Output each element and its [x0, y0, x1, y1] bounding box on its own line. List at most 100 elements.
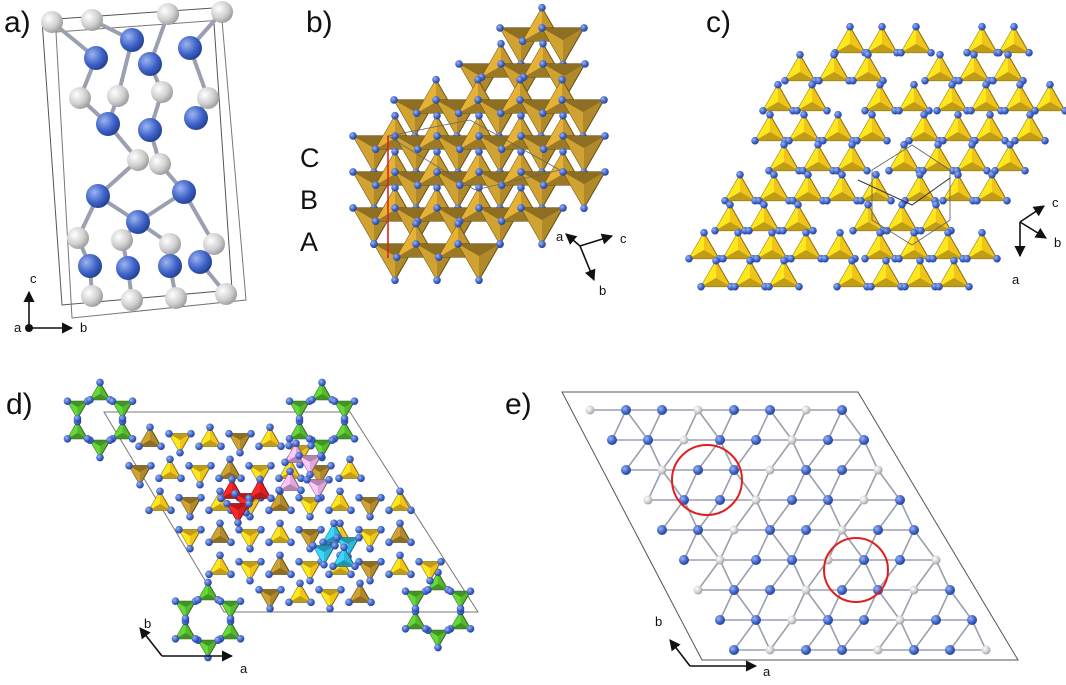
tetrahedron-facet [389, 504, 411, 511]
tetrahedron [967, 80, 1005, 115]
green-tetrahedron [171, 617, 200, 643]
tetrahedron-facet [793, 174, 808, 201]
tetrahedron-facet [269, 536, 291, 543]
nitrogen-atom [878, 22, 886, 31]
tetrahedron-facet [791, 232, 806, 259]
carbon-atom [643, 495, 653, 505]
nitrogen-atom [885, 166, 893, 175]
nitrogen-atom [760, 200, 768, 209]
nitrogen-atom [223, 499, 231, 508]
tetrahedron-facet [999, 44, 1029, 53]
nitrogen-atom [317, 525, 325, 534]
nitrogen-atom [600, 96, 608, 104]
tetrahedron-facet [389, 555, 400, 575]
nitrogen-atom [186, 544, 194, 553]
tetrahedron-facet [803, 162, 833, 171]
tetrahedron-facet [198, 640, 208, 658]
tetrahedron [751, 110, 789, 145]
bond [733, 559, 757, 591]
bond [647, 409, 663, 441]
nitrogen-atom [412, 219, 420, 228]
tetrahedron-facet [865, 232, 880, 259]
tetrahedron-facet [925, 72, 955, 81]
nitrogen-atom [497, 145, 506, 153]
tetrahedron [335, 455, 365, 483]
nitrogen-atom [126, 210, 150, 234]
nitrogen-atom [444, 626, 452, 635]
tetrahedron-facet [827, 192, 857, 201]
green-tetrahedron [86, 378, 114, 404]
tetrahedron [205, 551, 235, 579]
nitrogen-atom [539, 60, 547, 68]
nitrogen-atom [138, 118, 162, 142]
tetrahedron-facet [853, 54, 868, 81]
nitrogen-atom [355, 533, 363, 542]
tetrahedron-facet [837, 144, 852, 171]
bond [733, 499, 757, 531]
nitrogen-atom [78, 254, 102, 278]
nitrogen-atom [227, 570, 235, 579]
nitrogen-atom [475, 168, 483, 176]
nitrogen-atom [475, 276, 483, 285]
nitrogen-atom [837, 465, 847, 475]
nitrogen-atom [234, 518, 242, 527]
tetrahedron [721, 170, 759, 205]
tetrahedron [345, 579, 375, 607]
nitrogen-atom [306, 576, 314, 585]
tetrahedron [205, 519, 235, 547]
tetrahedron-facet [307, 479, 329, 486]
nitrogen-atom [181, 614, 190, 623]
tetrahedron-facet [220, 601, 241, 607]
nitrogen-atom [135, 442, 143, 451]
tetrahedron-facet [543, 63, 585, 76]
nitrogen-atom [349, 204, 357, 212]
nitrogen-atom [433, 111, 441, 120]
nitrogen-atom [846, 22, 854, 31]
tetrahedron-facet [905, 260, 920, 287]
nitrogen-atom [308, 395, 316, 404]
nitrogen-atom [413, 145, 422, 153]
tetrahedron-facet [905, 174, 920, 201]
nitrogen-atom [781, 76, 789, 85]
bond [769, 619, 793, 651]
nitrogen-atom [367, 598, 375, 607]
nitrogen-atom [643, 435, 653, 445]
panel-c-label: c) [706, 6, 731, 39]
tetrahedron [897, 22, 935, 57]
nitrogen-atom [228, 475, 236, 484]
nitrogen-atom [128, 434, 137, 443]
tetrahedron-facet [419, 561, 430, 581]
tetrahedron-facet [993, 72, 1023, 81]
carbon-atom [81, 9, 103, 31]
nitrogen-atom [303, 475, 311, 484]
nitrogen-atom [391, 111, 399, 120]
nitrogen-atom [559, 204, 567, 212]
tetrahedron [517, 204, 567, 249]
tetrahedron-facet [395, 171, 416, 209]
tetrahedron-facet [789, 132, 819, 141]
nitrogen-atom [539, 145, 548, 153]
carbon-atom [729, 525, 739, 535]
nitrogen-atom [944, 228, 952, 237]
tetrahedron-facet [957, 144, 972, 171]
tetrahedron-facet [749, 222, 779, 231]
panel-e-axis-b: b [655, 614, 663, 629]
bond [949, 589, 973, 621]
tetrahedron-facet [353, 135, 374, 173]
nitrogen-atom [136, 480, 144, 489]
tetrahedron-facet [723, 232, 738, 259]
tetrahedron-facet [285, 443, 296, 463]
nitrogen-atom [96, 453, 104, 462]
nitrogen-atom [236, 448, 244, 457]
carbon-atom [159, 233, 181, 255]
nitrogen-atom [474, 75, 482, 84]
nitrogen-atom [407, 570, 415, 579]
highlight-ring [671, 444, 743, 516]
nitrogen-atom [859, 555, 869, 565]
carbon-atom [787, 435, 797, 445]
stacking-label-b: B [300, 185, 319, 215]
nitrogen-atom [318, 378, 326, 387]
nitrogen-atom [335, 474, 343, 483]
nitrogen-atom [247, 429, 255, 438]
nitrogen-atom [693, 525, 703, 535]
